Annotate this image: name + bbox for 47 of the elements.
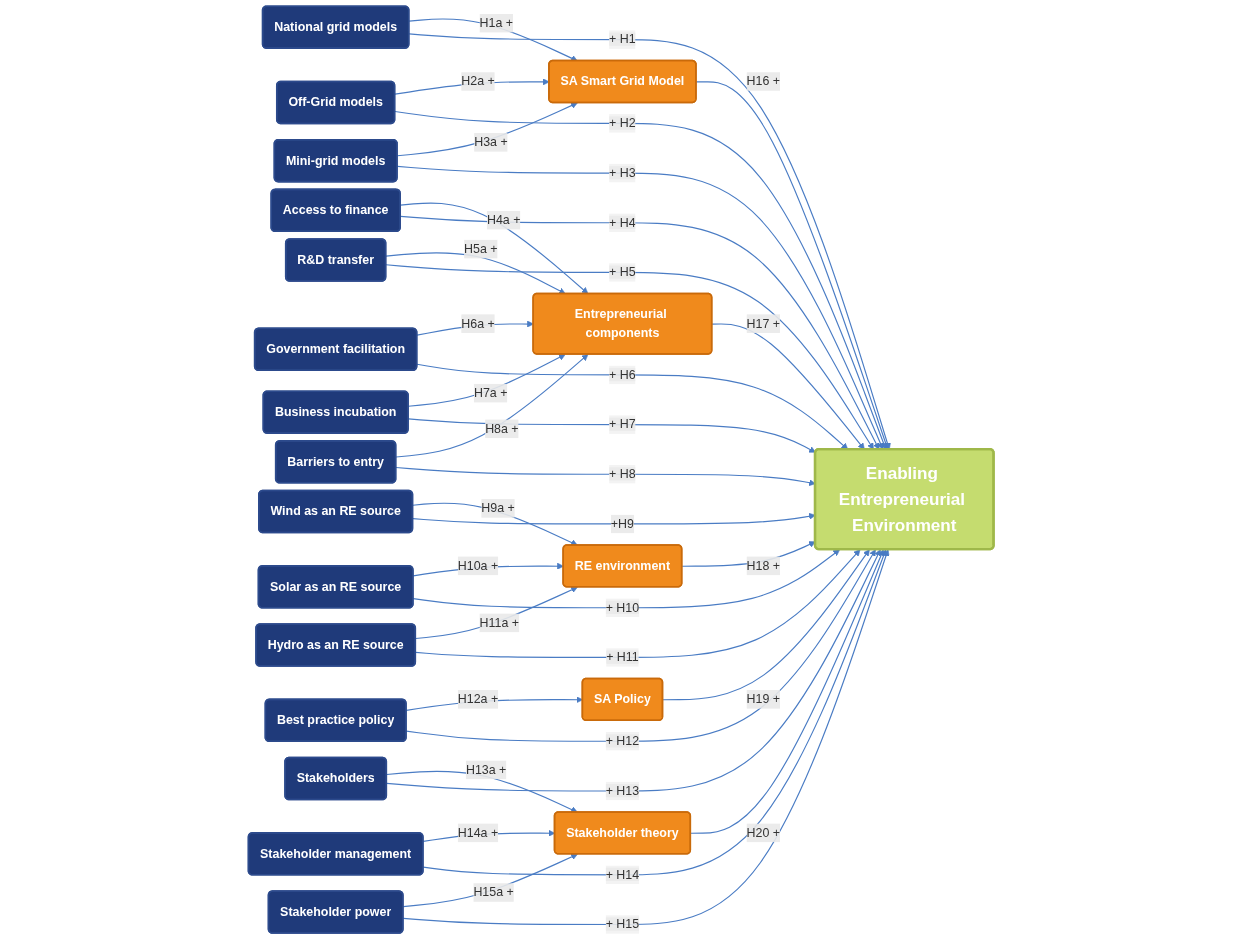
arrow [415, 586, 578, 640]
edge-label: H10a + [457, 558, 499, 573]
edge-label: H13a + [465, 762, 507, 777]
edge-label: H4a + [486, 213, 521, 227]
edge-label: H19 + [746, 692, 781, 706]
edge-label: H8a + [485, 421, 519, 436]
edge-label: H2a + [461, 74, 495, 88]
edge-label: H6a + [461, 316, 495, 330]
edge-label: + H2 [609, 116, 636, 130]
edge-label: H12a + [457, 692, 499, 706]
arrow [395, 354, 589, 458]
edge-label: + H4 [609, 215, 636, 229]
edge-label: H16 + [746, 74, 781, 88]
edge-label: H14a + [457, 825, 499, 840]
edge-label: +H9 [610, 516, 634, 531]
edge-label: + H8 [609, 467, 636, 481]
arrow [416, 363, 849, 450]
edge-label: + H3 [609, 166, 636, 180]
edge-label: + H10 [605, 600, 640, 614]
edge-label: + H12 [605, 734, 640, 748]
edge-label: H7a + [473, 386, 508, 400]
arrow [386, 549, 881, 792]
edge-label: + H13 [605, 783, 640, 798]
edge-label: H9a + [481, 501, 515, 515]
arrow [412, 512, 816, 525]
edge-label: H20 + [746, 825, 781, 840]
edge-label: + H5 [609, 265, 636, 279]
edge-label: H18 + [746, 558, 781, 573]
edge-label: + H11 [606, 650, 639, 664]
arrow [396, 102, 578, 157]
edge-label: H3a + [474, 135, 508, 149]
edge-label: H11a + [479, 615, 520, 630]
edge-label: + H7 [609, 417, 636, 431]
edge-label: H15a + [473, 885, 514, 899]
edge-label: + H15 [605, 917, 640, 931]
edge-label: + H1 [609, 32, 636, 46]
edge-label: + H14 [605, 867, 640, 882]
arrow [402, 853, 578, 908]
edge-label: H17 + [746, 316, 781, 330]
arrow [394, 110, 887, 450]
edge-label: + H6 [609, 367, 636, 382]
arrow [690, 549, 885, 834]
arrow [662, 549, 870, 701]
edge-label: H5a + [464, 242, 498, 256]
arrow [711, 323, 865, 450]
arrow [415, 549, 861, 659]
edge-label: H1a + [479, 16, 514, 30]
